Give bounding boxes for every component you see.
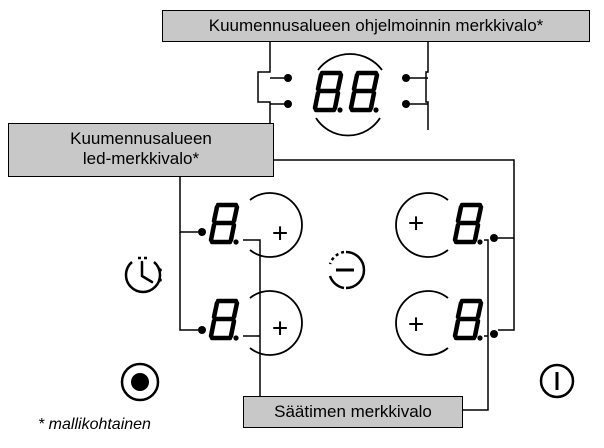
zone-bottom-right-led [490, 330, 498, 338]
zone-top-left-digit [211, 205, 239, 245]
zone-bottom-left: + [198, 290, 303, 356]
program-arc-bottom [315, 117, 381, 137]
zone-top-left-arc [249, 192, 303, 258]
zone-led-label-line2: led-merkkivalo* [82, 149, 200, 168]
program-indicator-group [257, 42, 429, 137]
zone-bottom-right: + [395, 290, 498, 356]
zone-top-right-led [490, 234, 498, 242]
plus-icon[interactable]: + [272, 217, 288, 248]
power-icon[interactable] [539, 363, 575, 399]
zone-bottom-left-arc [249, 290, 303, 356]
zone-led-label-line1: Kuumennusalueen [70, 129, 212, 148]
zone-top-right-digit [455, 205, 483, 245]
timer-icon[interactable] [124, 256, 162, 294]
leader-program-left [257, 42, 271, 130]
program-indicator-label: Kuumennusalueen ohjelmoinnin merkkivalo* [162, 10, 590, 42]
zone-led-leaders [179, 159, 515, 331]
minus-circle-icon[interactable] [328, 250, 366, 290]
zone-led-label: Kuumennusalueen led-merkkivalo* [8, 123, 274, 177]
program-digit-2 [351, 73, 379, 113]
zone-bottom-left-led [198, 326, 206, 334]
keylock-icon[interactable] [120, 362, 160, 402]
footnote: * mallikohtainen [38, 416, 151, 433]
zone-bottom-left-digit [211, 301, 239, 341]
zone-top-left: + [198, 192, 303, 258]
plus-icon[interactable]: + [408, 207, 424, 238]
plus-icon[interactable]: + [408, 308, 424, 339]
plus-icon[interactable]: + [272, 312, 288, 343]
zone-bottom-right-arc [395, 290, 449, 356]
control-indicator-label: Säätimen merkkivalo [243, 396, 463, 428]
program-arc-top [317, 53, 383, 71]
zone-top-left-led [198, 228, 206, 236]
zone-top-right-arc [395, 192, 449, 258]
zone-bottom-right-digit [455, 301, 483, 341]
control-indicator-leaders [243, 239, 489, 411]
program-digit-1 [315, 73, 343, 113]
leader-program-right [425, 42, 429, 130]
zone-top-right: + [395, 192, 498, 258]
